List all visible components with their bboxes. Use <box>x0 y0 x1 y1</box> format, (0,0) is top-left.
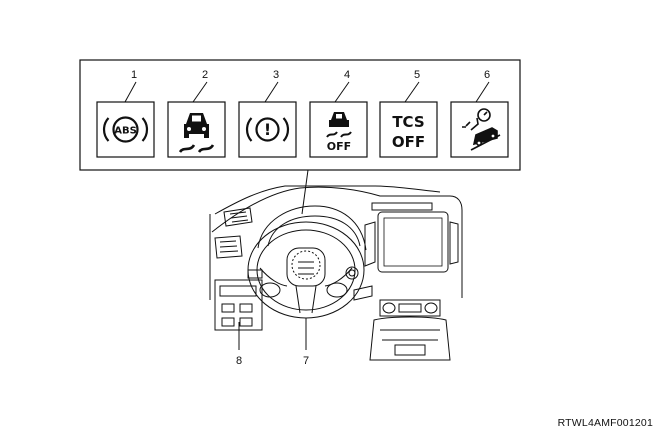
stability-off-icon: OFF <box>326 112 352 153</box>
callout-3: 3 <box>273 69 279 81</box>
callout-4: 4 <box>344 69 350 81</box>
abs-warning-icon: ABS <box>102 116 149 143</box>
hill-descent-icon <box>462 108 501 151</box>
skid-car-icon <box>178 113 215 153</box>
callout-8: 8 <box>236 355 242 367</box>
indicator-box-5 <box>379 101 438 158</box>
indicator-callouts <box>124 81 490 103</box>
infotainment-screen <box>377 211 449 273</box>
callout-2: 2 <box>202 69 208 81</box>
brake-exclamation: ! <box>264 120 271 139</box>
indicator-box-1 <box>96 101 155 158</box>
dashboard-illustration <box>209 185 463 361</box>
steering-hub-dashed <box>291 250 321 280</box>
tcs-label: TCS <box>392 113 424 131</box>
callout-7: 7 <box>303 355 309 367</box>
abs-label: ABS <box>114 126 137 137</box>
indicator-box-3 <box>238 101 297 158</box>
indicator-panel-frame <box>79 59 521 171</box>
callout-5: 5 <box>414 69 420 81</box>
brake-warning-icon: ! <box>245 117 290 142</box>
tcs-off-icon: TCS OFF <box>392 113 425 151</box>
callout-1: 1 <box>131 69 137 81</box>
stability-off-label: OFF <box>327 140 351 153</box>
indicator-box-4 <box>309 101 368 158</box>
callout-6: 6 <box>484 69 490 81</box>
figure-reference-code: RTWL4AMF001201 <box>557 417 653 429</box>
tcs-off-label: OFF <box>392 133 425 151</box>
